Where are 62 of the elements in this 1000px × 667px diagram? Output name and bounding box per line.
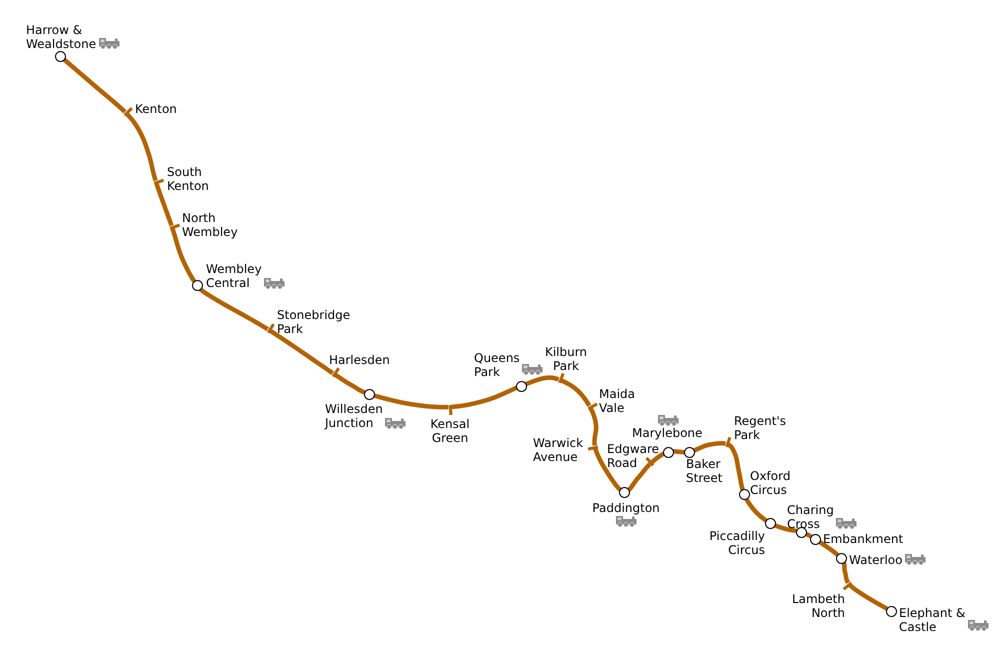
route-line [650,452,666,464]
station-label: Stonebridge Park [277,308,352,336]
station-circle [364,388,374,400]
station-circle [764,518,776,528]
route-line [726,442,745,491]
station-label: Elephant & Castle [899,606,966,634]
station-circle [836,552,846,564]
station-label: Kilburn Park [544,345,588,373]
station-label: South Kenton [167,165,210,193]
station-circle [810,534,820,544]
station-circle [516,380,526,392]
station-label: Regent's Park [734,414,788,442]
route-line [125,112,158,182]
station-circle [796,526,806,538]
route-line [626,462,652,492]
station-label: Wembley Central [206,262,263,290]
route-line [198,286,269,332]
route-line [170,227,196,284]
station-label: Piccadilly Circus [708,529,765,557]
route-line [817,540,840,557]
route-line [560,378,592,408]
route-line [841,560,850,585]
station-label: Harrow & Wealdstone [26,23,98,51]
station-label: Baker Street [686,457,724,485]
station-label: Embankment [823,532,904,546]
route-line [154,182,174,227]
station-circle [54,50,66,62]
station-label: Queens Park [474,351,521,379]
route-line [524,375,560,386]
station-label: Paddington [592,501,660,515]
station-tick [448,404,452,415]
route-line [692,441,728,453]
route-line [593,446,622,492]
route-line [744,496,768,523]
station-label: Kenton [135,102,177,116]
route-line [62,57,127,114]
station-circle [684,446,694,458]
station-circle [738,488,750,500]
station-circle [886,606,896,616]
station-tick [587,444,598,450]
station-circle [618,486,630,498]
station-circle [192,280,202,290]
station-label: Maida Vale [599,387,636,415]
station-label: Harlesden [329,353,390,367]
station-label: Charing Cross [787,503,835,531]
station-label: Willesden Junction [325,402,384,430]
route-line [588,406,598,446]
station-label: Edgware Road [607,442,660,470]
station-label: Marylebone [632,426,702,440]
station-circle [662,446,674,458]
station-label: North Wembley [182,211,239,239]
station-label: Waterloo [849,553,902,567]
station-label: Kensal Green [430,417,470,445]
route-line [372,393,450,410]
station-label: Warwick Avenue [533,436,584,464]
route-line [450,386,518,410]
route-line [334,372,367,395]
station-label: Lambeth North [790,592,845,620]
route-line [848,583,888,611]
station-label: Oxford Circus [750,469,792,497]
route-line [772,522,799,534]
route-line [269,328,334,376]
